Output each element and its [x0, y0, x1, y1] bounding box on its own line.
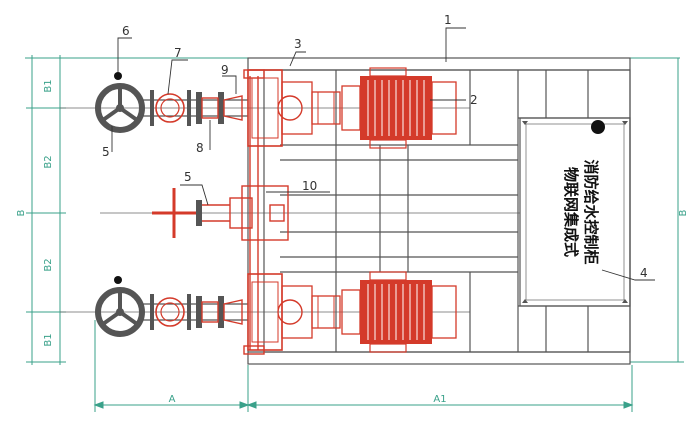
control-cabinet: 物联网集成式 消防给水控制柜	[519, 117, 631, 307]
centre-lines	[60, 107, 520, 313]
callout-9: 9	[221, 63, 229, 77]
outlet-header	[200, 69, 289, 355]
dim-b1-top: B1	[43, 79, 54, 92]
dimension-lines	[25, 55, 684, 412]
cabinet-indicator-light	[591, 120, 605, 134]
callout-leaders	[111, 27, 655, 281]
callout-8: 8	[196, 141, 204, 155]
cabinet-label-line1: 物联网集成式	[562, 167, 580, 257]
gate-valve-middle	[152, 188, 202, 238]
dim-b-right: B	[678, 209, 689, 216]
dim-a1: A1	[433, 394, 446, 405]
callout-3: 3	[294, 37, 302, 51]
pressure-gauge-bottom	[114, 276, 122, 284]
callout-1: 1	[444, 13, 452, 27]
callout-4: 4	[640, 266, 648, 280]
callout-6: 6	[122, 24, 130, 38]
dim-b2-bottom: B2	[43, 258, 54, 271]
callout-10: 10	[302, 179, 317, 193]
callout-5a: 5	[102, 145, 110, 159]
dim-a: A	[169, 394, 176, 405]
pressure-gauge-top	[114, 72, 122, 80]
pump-set-top	[98, 68, 456, 148]
callout-5b: 5	[184, 170, 192, 184]
cabinet-label-line2: 消防给水控制柜	[582, 159, 600, 264]
callout-2: 2	[470, 93, 478, 107]
pump-set-bottom	[98, 272, 456, 352]
dim-b1-bottom: B1	[43, 333, 54, 346]
callout-7: 7	[174, 46, 182, 60]
dim-b-left: B	[16, 209, 27, 216]
dim-b2-top: B2	[43, 155, 54, 168]
